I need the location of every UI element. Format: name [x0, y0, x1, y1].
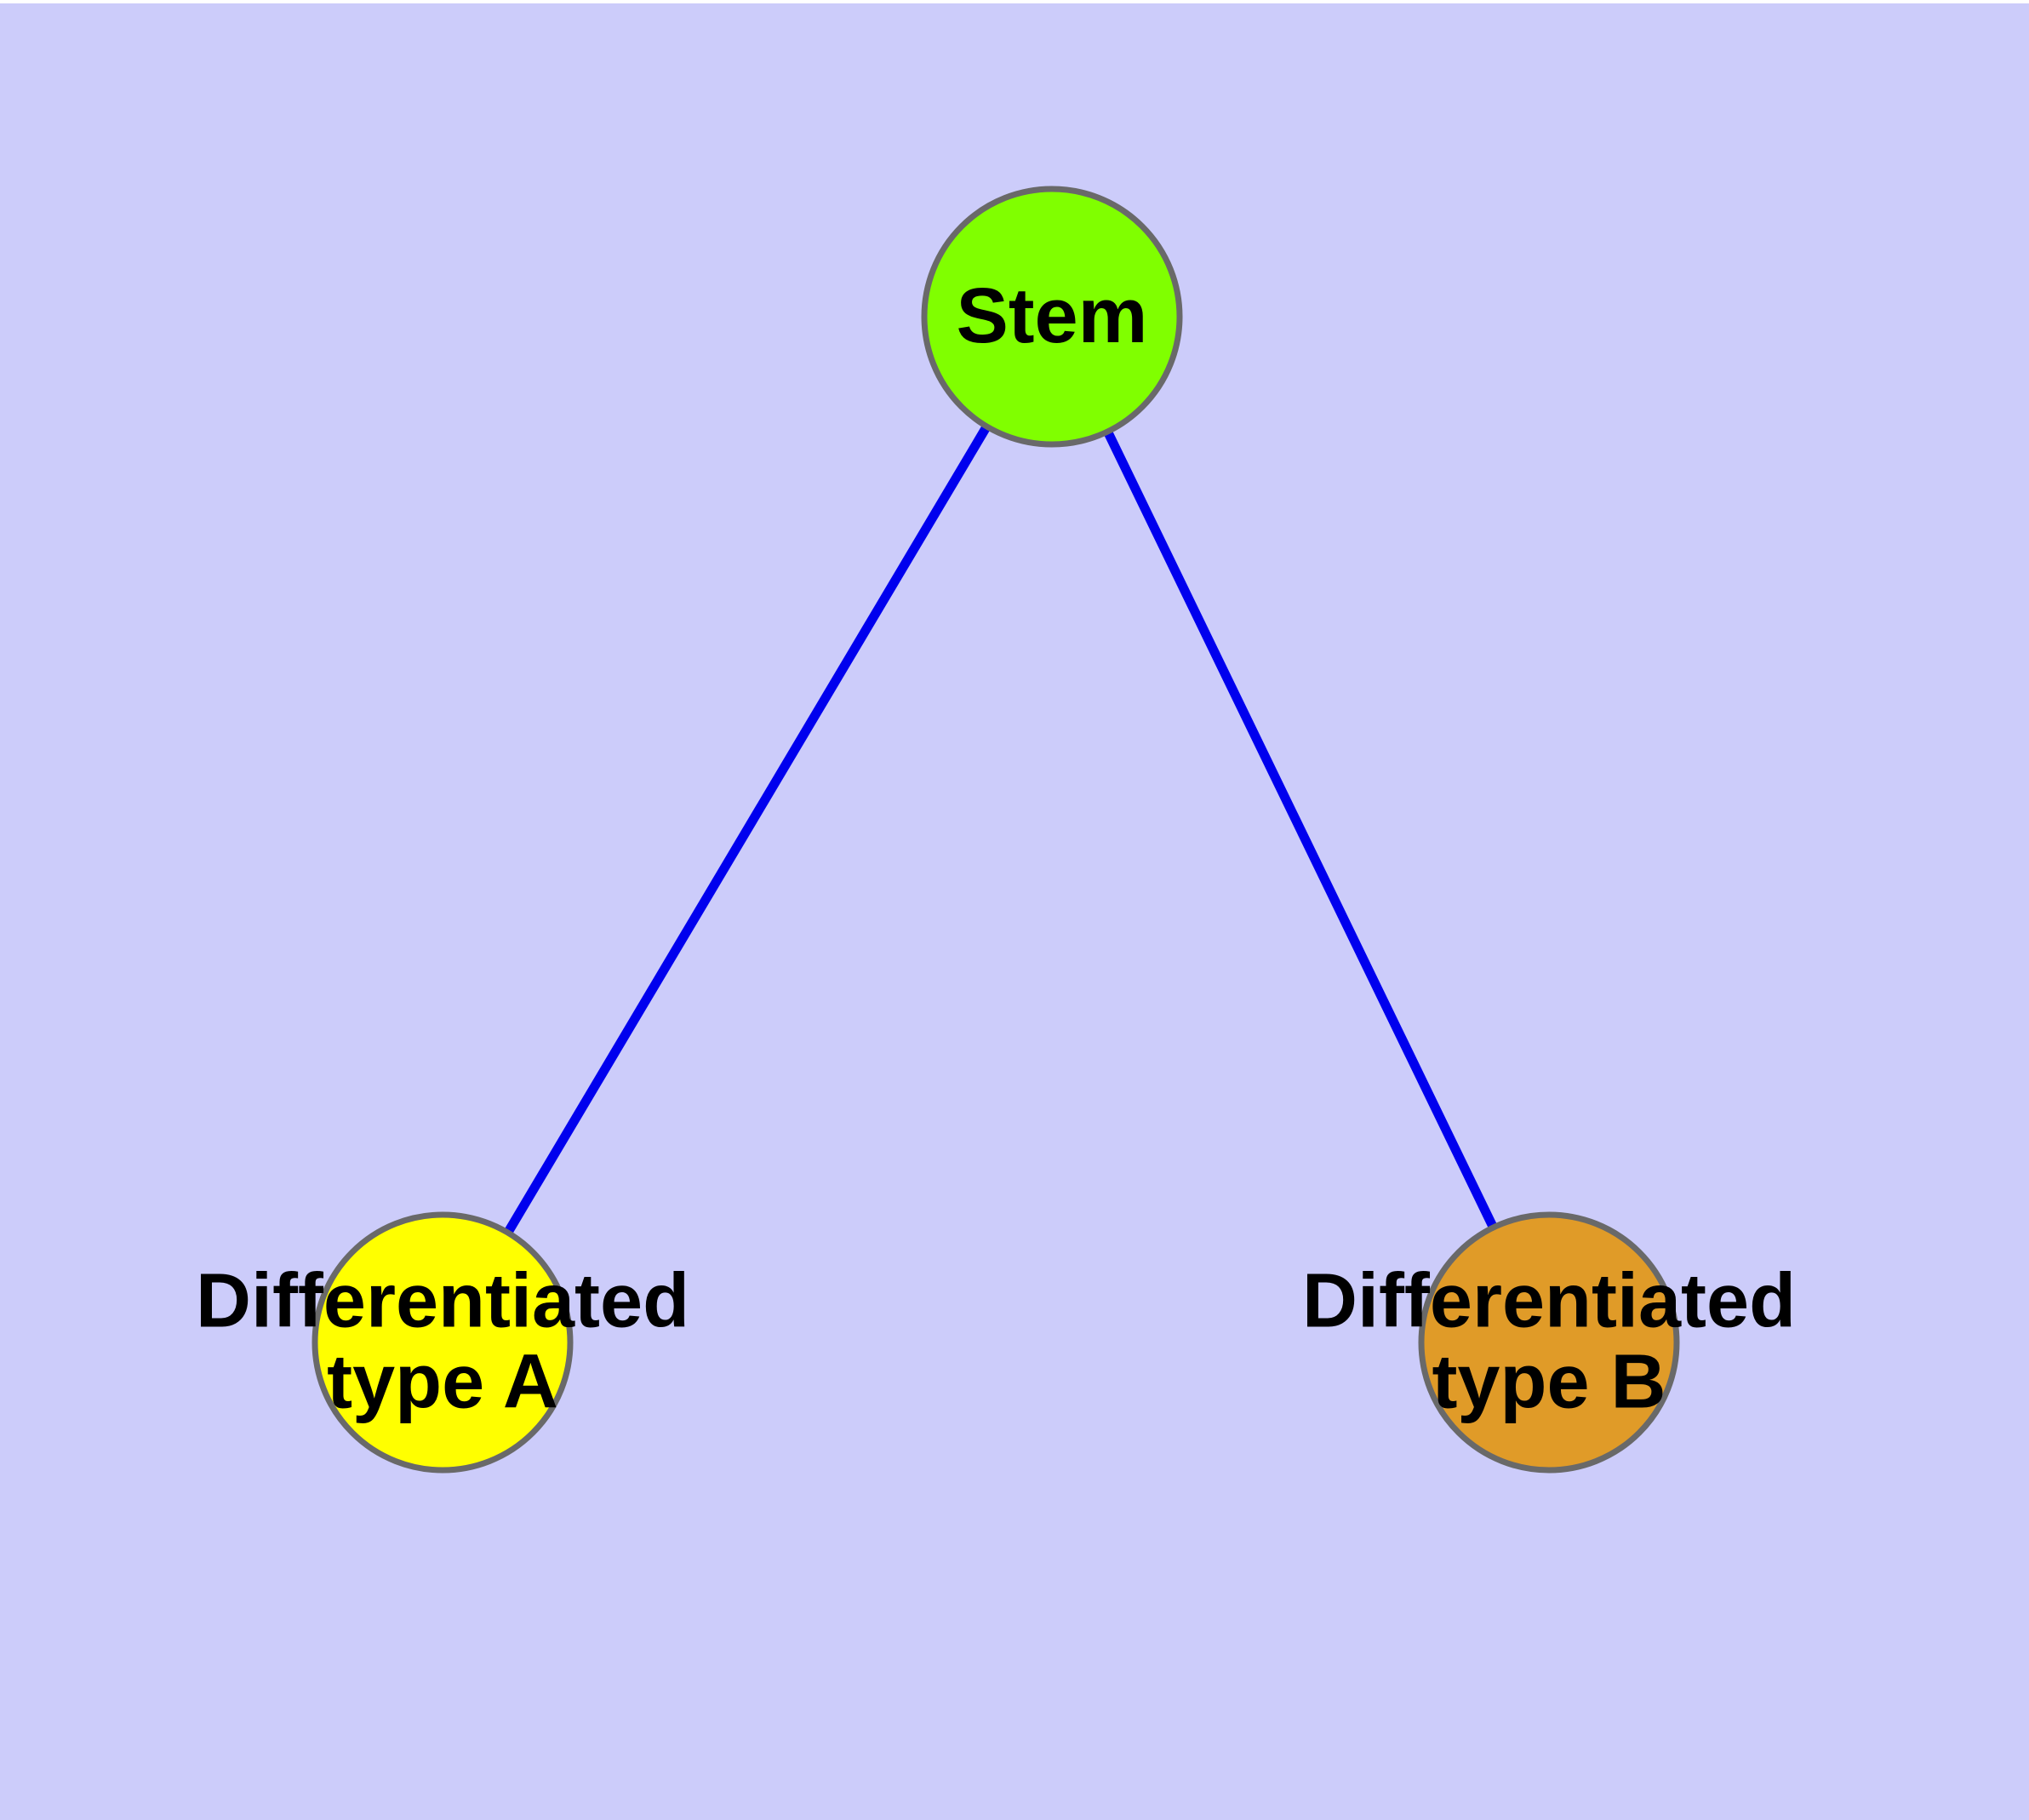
- edge-stem-diff-b: [1102, 427, 1499, 1232]
- edge-stem-diff-a: [502, 422, 992, 1237]
- node-circle-diff_a[interactable]: [311, 1211, 574, 1474]
- node-circle-stem[interactable]: [921, 186, 1183, 448]
- nodes-layer: [311, 186, 1680, 1474]
- node-circle-diff_b[interactable]: [1418, 1211, 1680, 1474]
- edges-layer: [502, 422, 1499, 1237]
